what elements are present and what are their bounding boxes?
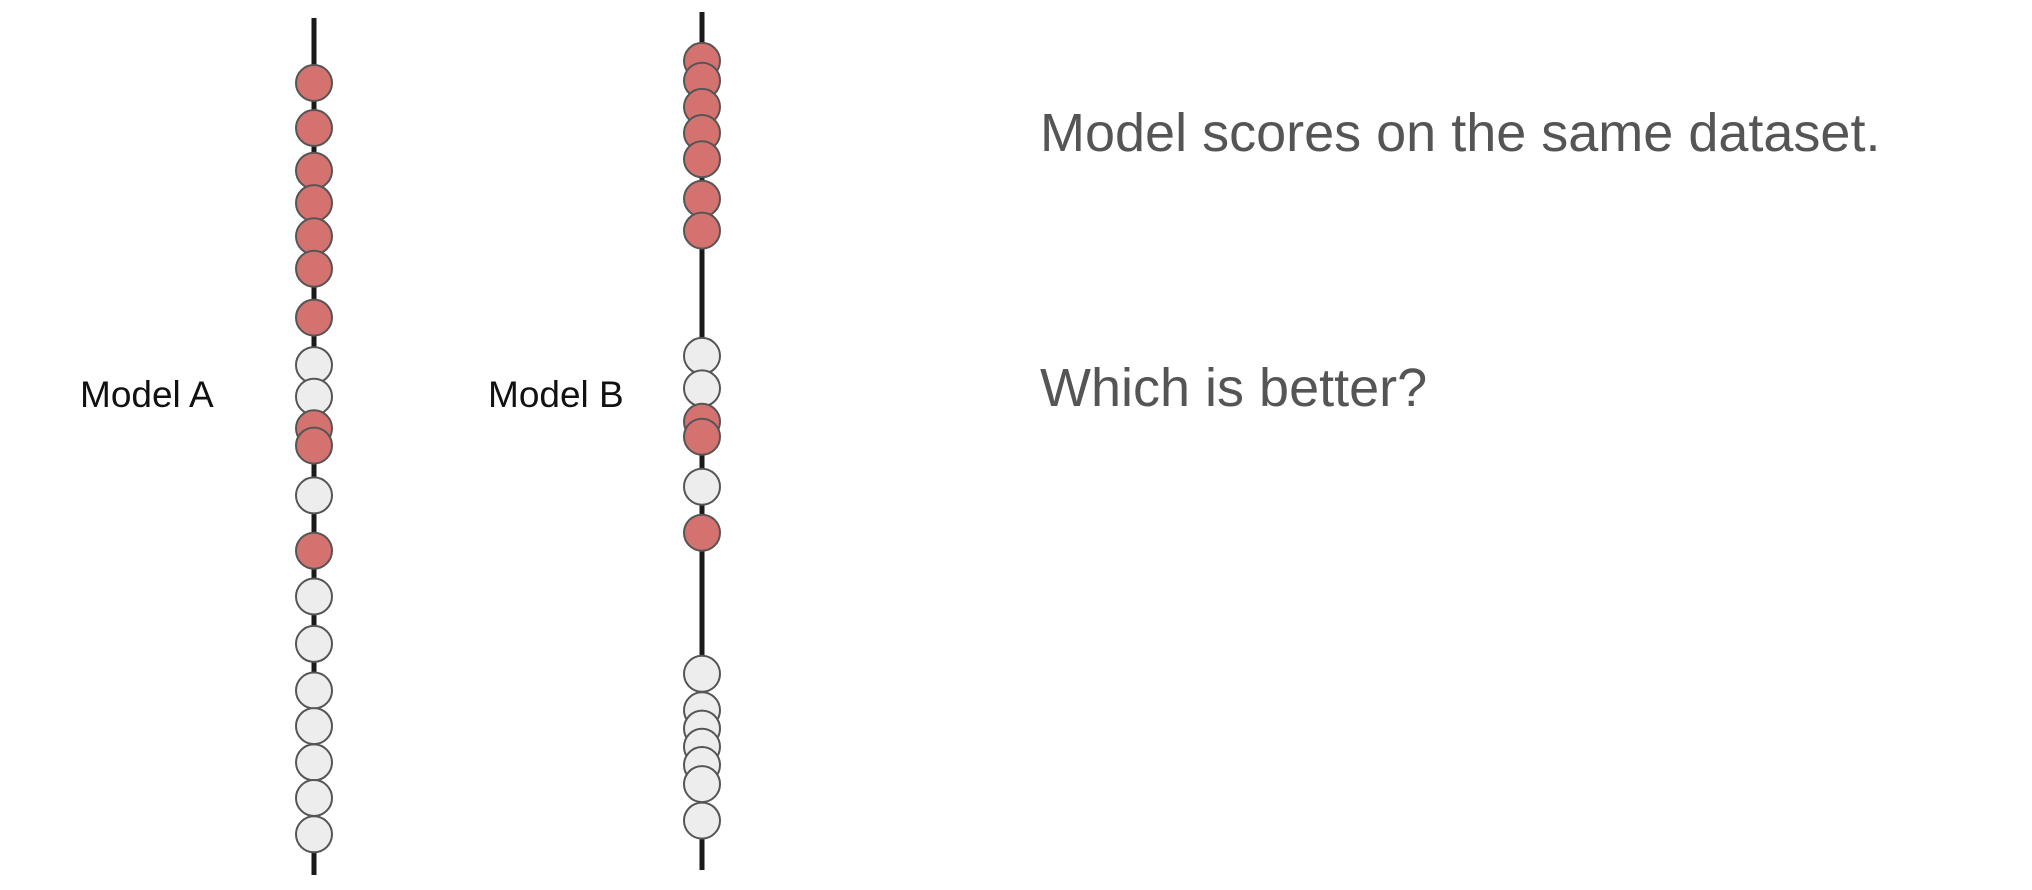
model-b-point-6-positive (683, 179, 721, 218)
model-a-point-11-positive (295, 426, 333, 465)
model-a-point-5-positive (295, 217, 333, 256)
model-b-point-8-negative (683, 336, 721, 375)
model-a-point-6-positive (295, 249, 333, 288)
model-a-strip (295, 18, 333, 875)
model-a-point-16-negative (295, 671, 333, 710)
model-b-point-11-positive (683, 417, 721, 456)
model-b-point-19-negative (683, 765, 721, 804)
model-a-label: Model A (80, 374, 214, 415)
model-a-point-3-positive (295, 151, 333, 190)
model-b-point-20-negative (683, 801, 721, 840)
model-a-point-2-positive (295, 109, 333, 147)
model-a-point-14-negative (295, 577, 333, 616)
model-b-point-13-positive (683, 513, 721, 552)
model-b-label: Model B (488, 374, 624, 415)
model-b-point-7-positive (683, 211, 721, 250)
model-a-point-15-negative (295, 624, 333, 663)
model-a-point-18-negative (295, 743, 333, 782)
model-a-point-19-negative (295, 779, 333, 817)
model-b-point-5-positive (683, 140, 721, 179)
model-a-point-7-positive (295, 298, 333, 337)
caption-title: Model scores on the same dataset. (1040, 103, 1881, 163)
model-a-point-12-negative (295, 476, 333, 515)
model-b-strip (683, 12, 721, 870)
caption-question: Which is better? (1040, 358, 1428, 418)
model-b-point-9-negative (683, 369, 721, 408)
model-a-point-4-positive (295, 184, 333, 223)
model-a-point-17-negative (295, 707, 333, 746)
model-b-point-14-negative (683, 654, 721, 693)
model-b-point-12-negative (683, 467, 721, 506)
model-a-point-20-negative (295, 815, 333, 854)
model-a-point-1-positive (295, 64, 333, 102)
model-a-point-13-positive (295, 531, 333, 570)
